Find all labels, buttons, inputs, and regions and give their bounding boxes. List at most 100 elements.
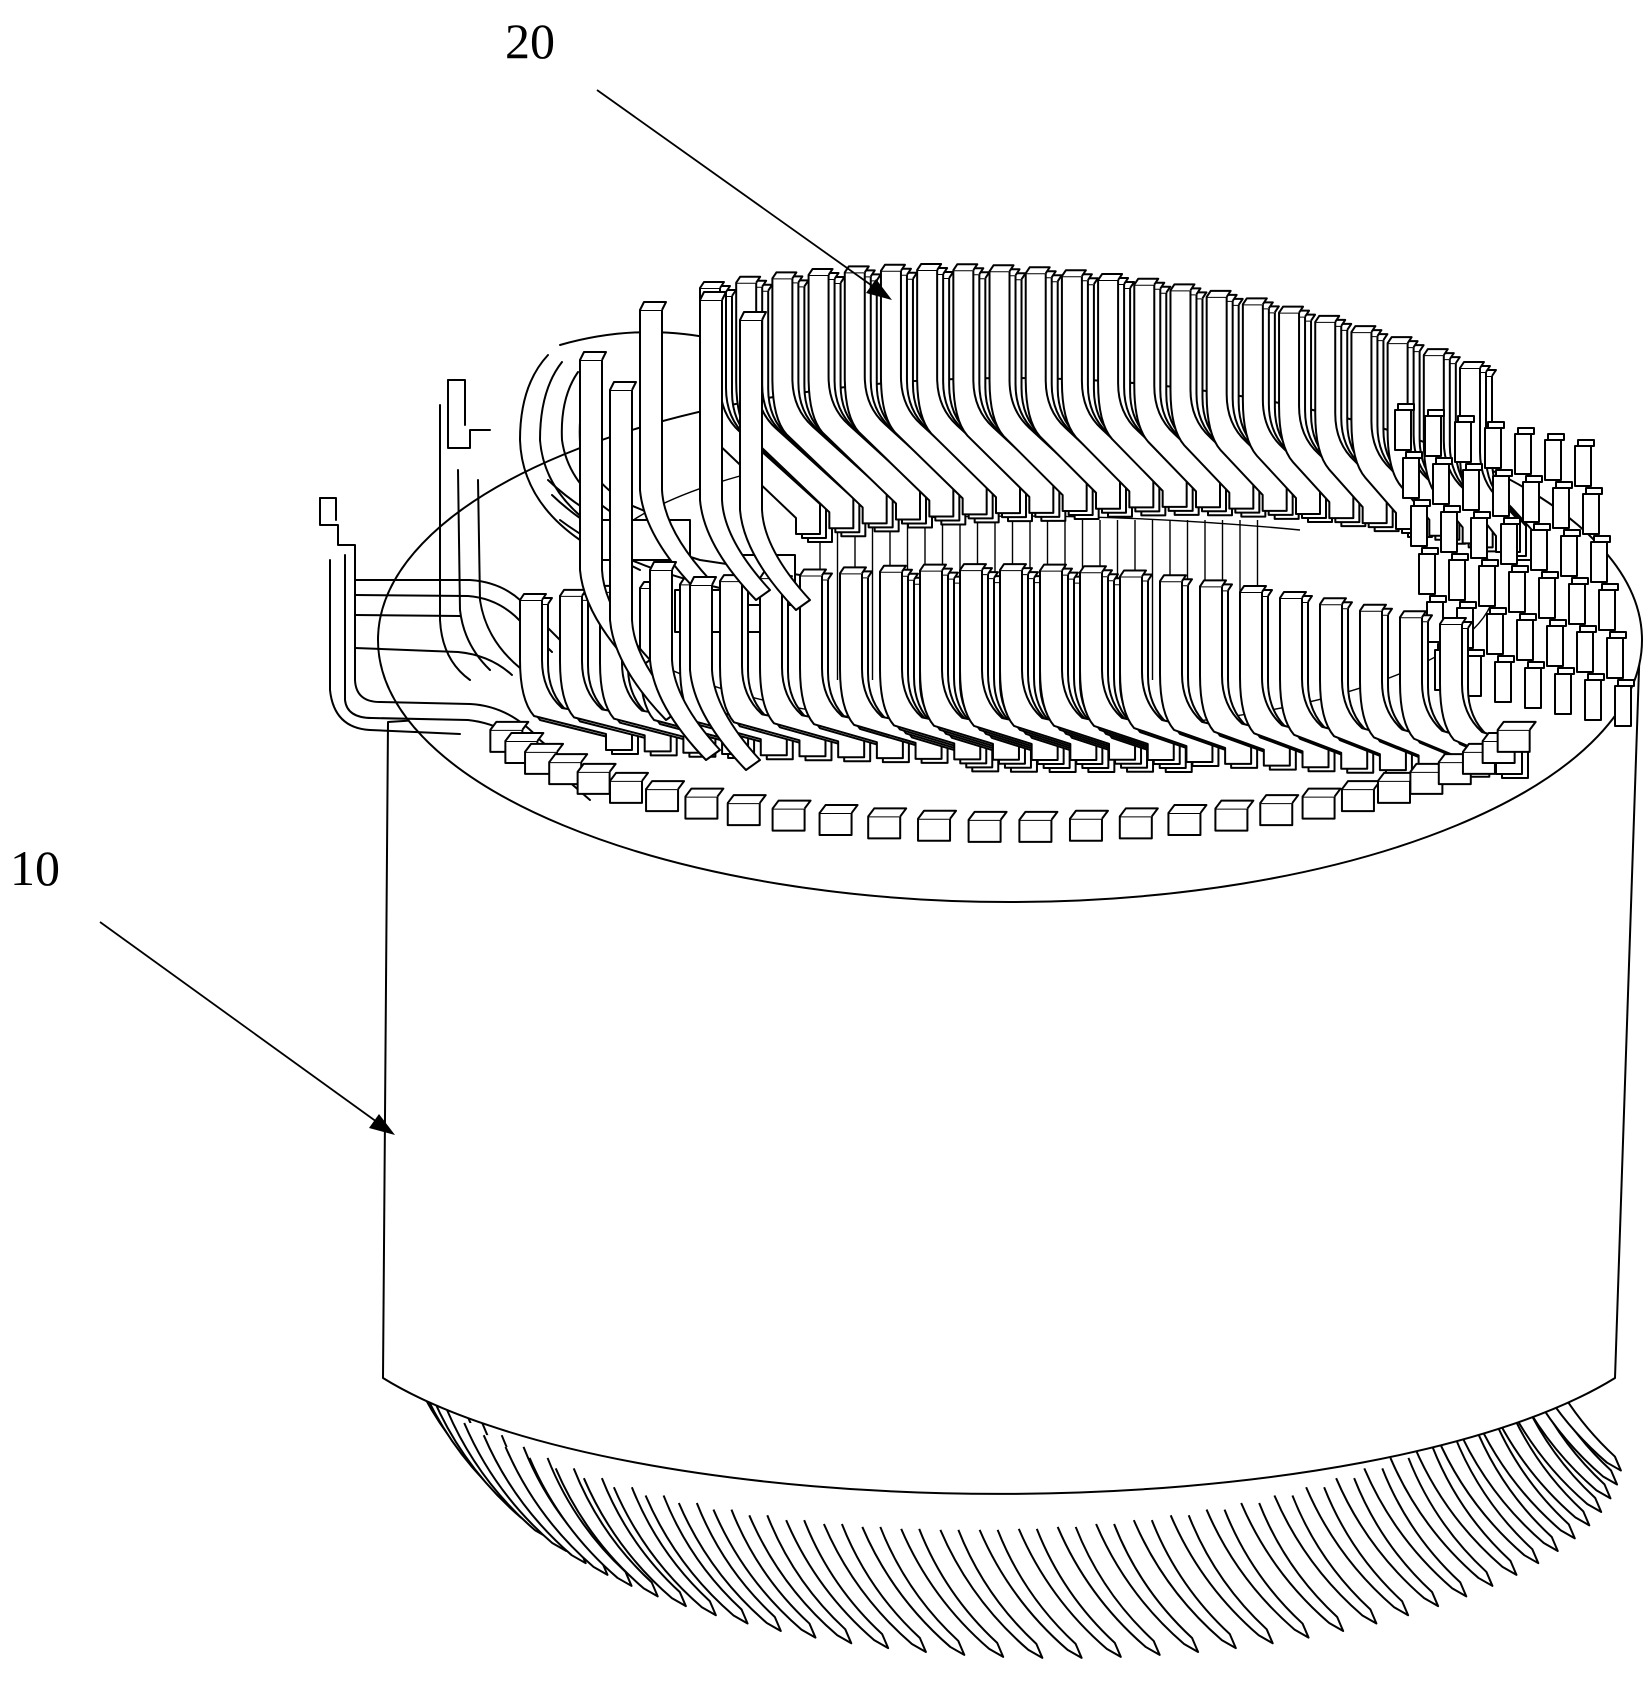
slot-base-top <box>1214 799 1255 810</box>
back-hairpin <box>1097 279 1188 508</box>
lead-hairpin-cap <box>609 381 637 391</box>
end-tab <box>1508 571 1526 613</box>
slot-base-top <box>967 810 1008 821</box>
back-hairpin-cap <box>1422 348 1449 356</box>
end-tab <box>1614 685 1632 727</box>
front-hairpin-cap <box>959 563 987 571</box>
back-hairpin <box>1314 320 1388 525</box>
lead-hairpin-cap <box>649 561 677 571</box>
end-tab-top <box>1519 613 1537 621</box>
end-tab <box>1448 559 1466 601</box>
end-tab <box>1538 577 1556 619</box>
back-hairpin-cap <box>916 263 943 271</box>
hairpin-winding <box>319 263 1635 843</box>
back-hairpin-cap <box>1386 336 1413 344</box>
end-tab-top <box>1585 487 1603 495</box>
front-hairpin-cap <box>1039 563 1067 572</box>
end-tab <box>1574 445 1592 487</box>
front-hairpin <box>1279 596 1369 770</box>
end-tab-top <box>1601 583 1619 591</box>
bottom-end-turn <box>1205 1509 1310 1639</box>
front-hairpin-cap <box>1399 610 1427 618</box>
bottom-end-turn <box>939 1529 1044 1659</box>
back-hairpin-cap <box>1350 325 1377 333</box>
bottom-end-turn <box>1435 1434 1540 1565</box>
bottom-end-turn <box>900 1528 1005 1658</box>
leader-arrow-20 <box>866 279 892 300</box>
end-tab <box>1462 469 1480 511</box>
slot-base <box>1301 795 1336 820</box>
end-tab-top <box>1541 571 1559 579</box>
slot-base-top <box>917 809 958 820</box>
end-tab-top <box>1495 469 1513 477</box>
end-tab <box>1432 463 1450 505</box>
bottom-end-turn <box>785 1519 890 1650</box>
end-tab <box>1516 619 1534 661</box>
back-hairpin <box>988 270 1088 513</box>
back-hairpin-cap <box>988 264 1015 272</box>
end-tab <box>1546 625 1564 667</box>
front-hairpin-cap <box>1119 569 1147 578</box>
end-tab <box>1394 409 1412 451</box>
end-tab <box>1484 427 1502 469</box>
front-hairpin <box>1119 575 1214 764</box>
front-hairpin <box>1319 603 1407 772</box>
slot-base <box>548 761 583 786</box>
end-tab <box>1440 511 1458 553</box>
front-hairpin-cap <box>919 563 947 572</box>
bottom-end-turn <box>1056 1526 1161 1656</box>
slot-base-top <box>818 804 859 814</box>
front-hairpin-cap <box>1439 617 1467 625</box>
front-hairpin-cap <box>1319 597 1347 605</box>
back-hairpin <box>843 271 955 518</box>
end-tab-top <box>1443 505 1461 513</box>
slot-base <box>645 788 680 813</box>
back-hairpin <box>1169 289 1255 510</box>
back-hairpin-cap <box>807 267 834 276</box>
end-tab-top <box>1413 499 1431 507</box>
back-hairpin <box>1133 283 1221 509</box>
bottom-end-turn <box>1169 1514 1274 1645</box>
end-tab <box>1478 565 1496 607</box>
end-tab <box>1424 415 1442 457</box>
front-hairpin-cap <box>1359 603 1387 612</box>
slot-base <box>1068 817 1103 842</box>
end-tab-top <box>1429 595 1447 603</box>
end-tab-top <box>1577 439 1595 447</box>
front-hairpin <box>559 594 672 753</box>
end-tab-top <box>1481 559 1499 567</box>
end-tab <box>1598 589 1616 631</box>
slot-base <box>1259 802 1294 827</box>
slot-base-top <box>1018 810 1059 821</box>
front-hairpins <box>519 291 1529 779</box>
bottom-end-turn <box>1240 1502 1345 1632</box>
end-tab <box>1522 481 1540 523</box>
back-hairpin-cap <box>1278 305 1305 314</box>
end-tab-top <box>1487 421 1505 429</box>
front-hairpin <box>1439 623 1523 775</box>
back-hairpin-cap <box>1133 277 1160 286</box>
front-hairpin <box>1239 591 1330 769</box>
back-hairpins <box>699 263 1635 727</box>
lead-hairpin-cap <box>739 311 767 321</box>
bottom-end-turn <box>1132 1519 1237 1650</box>
end-tab <box>1582 493 1600 535</box>
back-hairpin <box>1205 295 1288 512</box>
callout-label-10: 10 <box>10 840 60 896</box>
front-hairpin <box>519 599 633 751</box>
front-hairpin-cap <box>879 564 907 573</box>
end-tab-top <box>1489 607 1507 615</box>
lead-hairpin-cap <box>639 301 667 311</box>
leader-line-10 <box>99 921 389 1131</box>
end-tab-top <box>1563 529 1581 537</box>
slot-base-top <box>645 780 686 790</box>
end-tab <box>1606 637 1624 679</box>
end-tab-top <box>1397 403 1415 411</box>
slot-base <box>917 817 952 842</box>
slot-base <box>818 812 853 837</box>
slot-base <box>1118 815 1153 840</box>
slot-base-top <box>1301 787 1342 798</box>
back-hairpin-cap <box>1097 273 1124 281</box>
bottom-end-turn <box>1363 1467 1468 1598</box>
back-hairpin-cap <box>1314 314 1341 323</box>
